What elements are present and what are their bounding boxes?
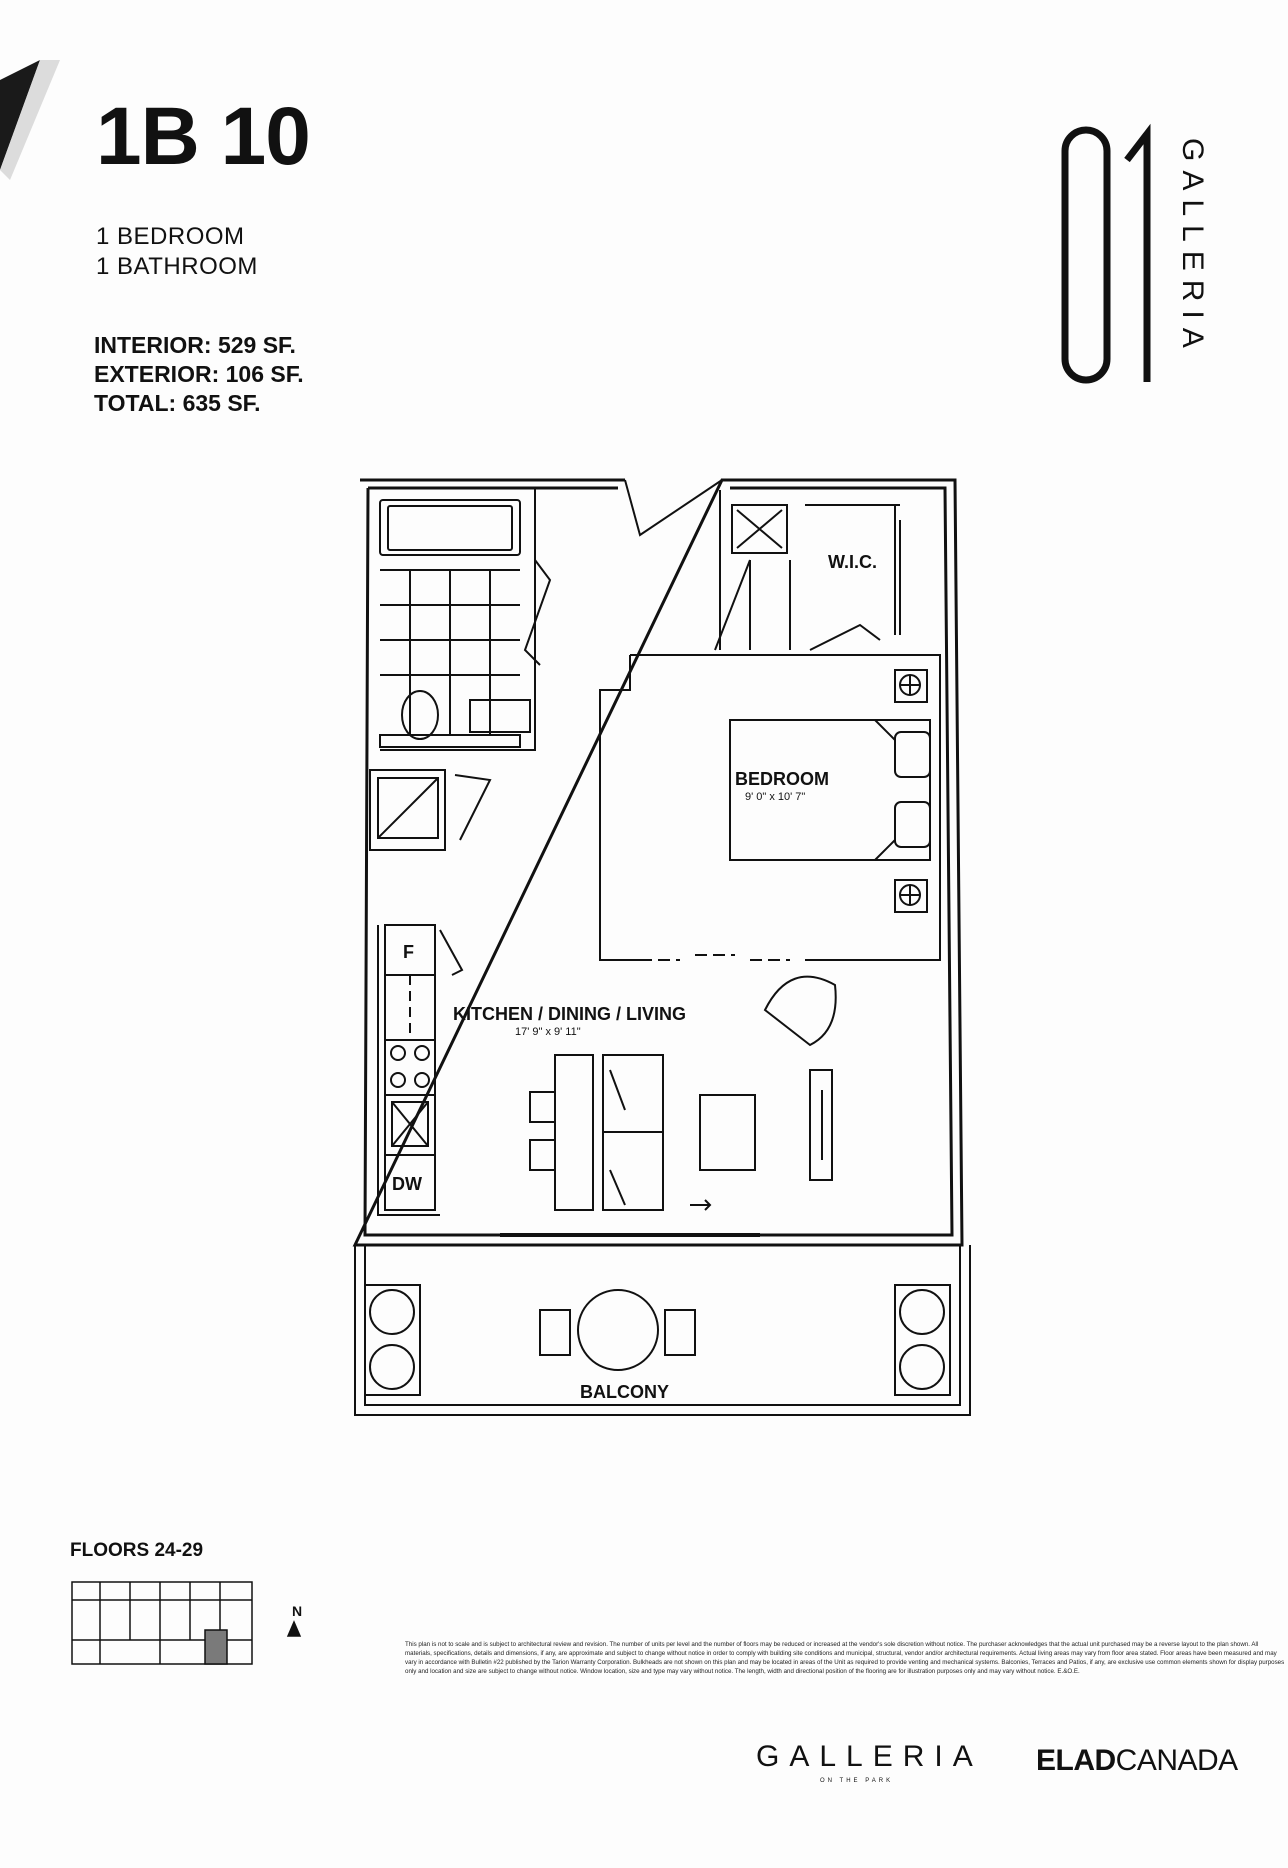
brand-digit-one — [1124, 123, 1151, 382]
bedroom-dimensions: 9' 0" x 10' 7" — [745, 791, 805, 803]
bathroom — [379, 488, 552, 751]
galleria-subtitle: ON THE PARK — [820, 1778, 894, 1784]
living-dimensions: 17' 9" x 9' 11" — [515, 1026, 581, 1038]
brand-digit-zero — [1061, 126, 1111, 384]
brand-word: GALLERIA — [1176, 138, 1209, 357]
living-dining: KITCHEN / DINING / LIVING 17' 9" x 9' 11… — [453, 975, 837, 1211]
dishwasher — [384, 1154, 436, 1211]
dining-table — [554, 1054, 594, 1211]
bedroom-count: 1 BEDROOM — [96, 223, 245, 250]
unit-highlight — [204, 1629, 228, 1665]
tv-console — [809, 1069, 833, 1181]
linen-closet — [714, 490, 791, 651]
living-label: KITCHEN / DINING / LIVING — [453, 1004, 686, 1024]
elad-canada-logo: ELADCANADA — [1036, 1744, 1238, 1778]
coffee-table — [699, 1094, 756, 1171]
interior-area: INTERIOR: 529 SF. — [94, 332, 296, 358]
walk-in-closet: W.I.C. — [805, 504, 901, 651]
entry-door — [624, 479, 723, 537]
bed — [729, 719, 931, 861]
elad-logo-light: CANADA — [1115, 1744, 1239, 1777]
elad-logo-bold: ELAD — [1036, 1744, 1116, 1777]
north-label: N — [292, 1603, 302, 1619]
page-corner-fold — [0, 60, 60, 180]
kitchen: F DW — [377, 924, 464, 1216]
armchair — [763, 975, 837, 1047]
balcony: BALCONY — [354, 1233, 971, 1416]
key-plan: N — [71, 1581, 302, 1665]
balcony-table — [577, 1289, 659, 1371]
brand-mark-01-galleria: GALLERIA — [1061, 123, 1209, 384]
toilet — [401, 690, 439, 740]
unit-title: 1B 10 — [96, 91, 311, 182]
floor-plan: W.I.C. BEDROOM 9' 0" x 10' 7" F DW — [352, 478, 971, 1416]
exterior-area: EXTERIOR: 106 SF. — [94, 361, 304, 387]
vanity-sink — [469, 699, 531, 733]
bedroom: BEDROOM 9' 0" x 10' 7" — [599, 654, 941, 961]
laundry — [369, 769, 492, 851]
balcony-label: BALCONY — [580, 1382, 669, 1402]
legal-disclaimer: This plan is not to scale and is subject… — [405, 1641, 1285, 1675]
galleria-logo: GALLERIA — [756, 1740, 983, 1773]
exterior-walls — [352, 478, 964, 1247]
floors-label: FLOORS 24-29 — [70, 1540, 204, 1561]
north-arrow-icon — [286, 1620, 302, 1637]
bathroom-count: 1 BATHROOM — [96, 253, 258, 280]
fridge-label: F — [403, 942, 414, 962]
dishwasher-label: DW — [392, 1174, 422, 1194]
bedroom-label: BEDROOM — [735, 769, 829, 789]
total-area: TOTAL: 635 SF. — [94, 390, 261, 416]
wic-label: W.I.C. — [828, 552, 877, 572]
